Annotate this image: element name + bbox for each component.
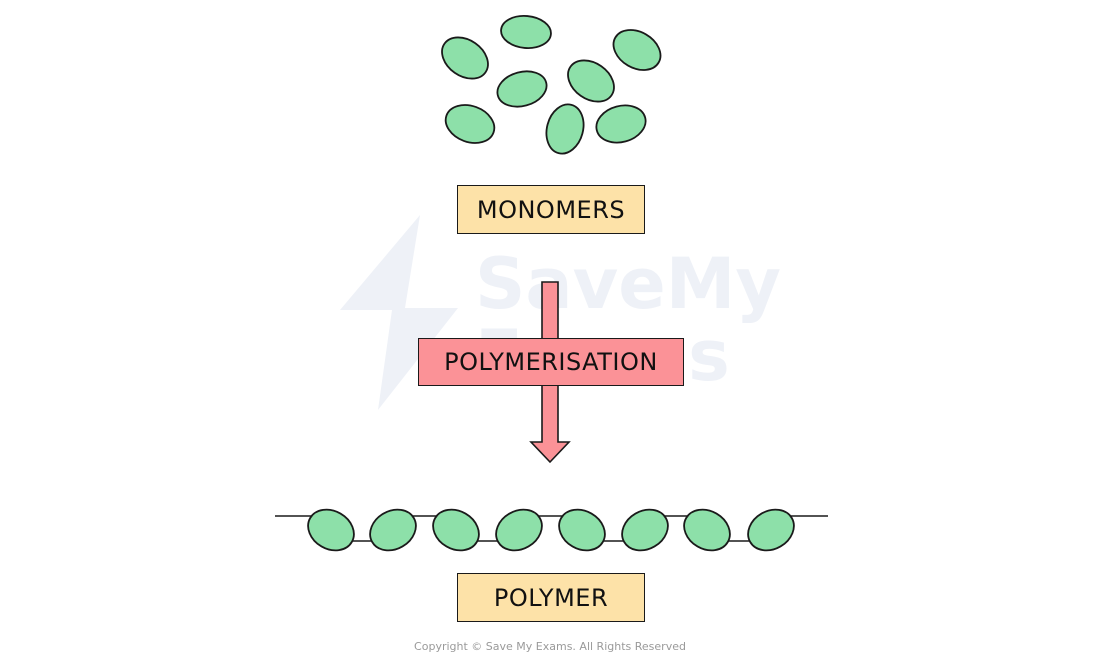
polymer-unit bbox=[558, 508, 606, 552]
monomer bbox=[612, 29, 662, 71]
copyright-notice: Copyright © Save My Exams. All Rights Re… bbox=[414, 640, 686, 653]
monomer bbox=[595, 104, 647, 144]
monomer bbox=[545, 103, 585, 155]
polymer-unit bbox=[621, 508, 669, 552]
monomer bbox=[500, 15, 552, 49]
polymer-unit bbox=[683, 508, 731, 552]
monomer bbox=[441, 36, 489, 80]
monomers-cluster bbox=[441, 15, 662, 155]
polymer-unit bbox=[495, 508, 543, 552]
polymer-unit bbox=[307, 508, 355, 552]
polymer-unit bbox=[747, 508, 795, 552]
polymer-unit bbox=[369, 508, 417, 552]
monomer bbox=[444, 104, 496, 144]
polymer-unit bbox=[432, 508, 480, 552]
polymerisation-label: POLYMERISATION bbox=[418, 338, 684, 386]
polymer-label: POLYMER bbox=[457, 573, 645, 622]
monomer bbox=[567, 59, 615, 103]
monomers-label: MONOMERS bbox=[457, 185, 645, 234]
monomer bbox=[496, 70, 548, 108]
polymer-chain bbox=[275, 508, 828, 552]
